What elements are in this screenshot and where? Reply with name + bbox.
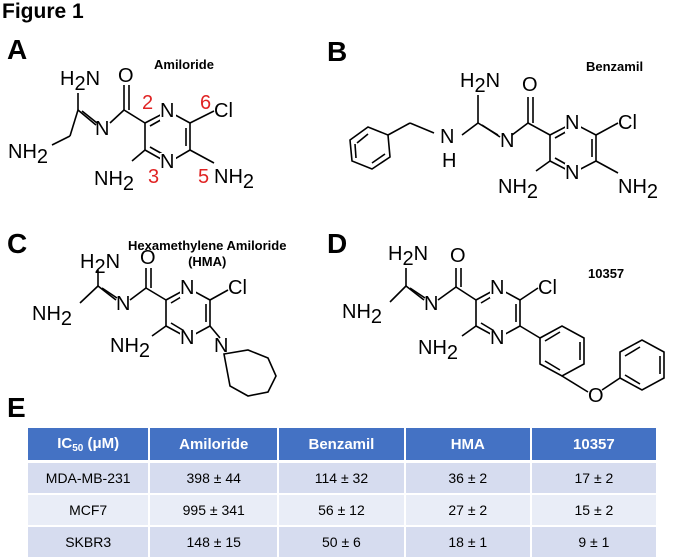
atom-n-imine: N bbox=[500, 130, 514, 152]
table-cell: 398 ± 44 bbox=[150, 463, 280, 495]
compound-name-hma-line1: Hexamethylene Amiloride bbox=[128, 238, 287, 253]
atom-n-top: N bbox=[180, 277, 194, 299]
atom-n-imine: N bbox=[424, 293, 438, 315]
compound-name-hma: Hexamethylene Amiloride (HMA) bbox=[128, 238, 286, 270]
atom-n-bottom: N bbox=[180, 327, 194, 349]
panel-label-d: D bbox=[327, 228, 348, 259]
atom-nh2-left: NH2 bbox=[342, 301, 382, 328]
panel-label-c: C bbox=[7, 228, 28, 259]
ring-number-6: 6 bbox=[200, 92, 211, 114]
atom-nh2-bottom: NH2 bbox=[94, 168, 134, 195]
table-cell: 36 ± 2 bbox=[405, 463, 532, 495]
table-row: MCF7 995 ± 341 56 ± 12 27 ± 2 15 ± 2 bbox=[28, 495, 656, 527]
atom-n-imine: N bbox=[116, 293, 130, 315]
atom-o-ether: O bbox=[588, 385, 604, 407]
ring-number-2: 2 bbox=[142, 92, 153, 114]
header-hma: HMA bbox=[405, 428, 532, 463]
atom-nh2-right: NH2 bbox=[214, 166, 254, 193]
ring-number-3: 3 bbox=[148, 166, 159, 188]
atom-cl: Cl bbox=[618, 112, 637, 134]
table-cell: 17 ± 2 bbox=[531, 463, 656, 495]
atom-cl: Cl bbox=[228, 277, 247, 299]
table-cell: 50 ± 6 bbox=[279, 527, 406, 559]
header-amiloride: Amiloride bbox=[150, 428, 280, 463]
compound-name-amiloride: Amiloride bbox=[154, 57, 214, 72]
atom-n-h: N bbox=[440, 126, 454, 148]
panel-label-b: B bbox=[327, 36, 348, 67]
atom-o: O bbox=[140, 247, 156, 269]
atom-o-carbonyl: O bbox=[450, 245, 466, 267]
atom-n-top: N bbox=[565, 112, 579, 134]
atom-h: H bbox=[442, 150, 456, 172]
ic50-table: IC50 (μM) Amiloride Benzamil HMA 10357 M… bbox=[28, 428, 656, 559]
atom-nh2-bottom: NH2 bbox=[498, 176, 538, 203]
compound-name-hma-line2: (HMA) bbox=[188, 254, 227, 269]
header-ic50: IC50 (μM) bbox=[28, 428, 151, 463]
table-cell: 148 ± 15 bbox=[150, 527, 280, 559]
atom-o: O bbox=[118, 65, 134, 87]
structure-10357: H2N NH2 O N N N Cl NH2 O bbox=[342, 243, 665, 407]
table-row: SKBR3 148 ± 15 50 ± 6 18 ± 1 9 ± 1 bbox=[28, 527, 656, 559]
structure-hma: H2N NH2 O N N N Cl NH2 N bbox=[32, 247, 277, 397]
atom-h2n: H2N bbox=[80, 251, 120, 278]
structure-amiloride: H2N NH2 O N N N Cl NH2 NH2 2 6 3 5 bbox=[8, 65, 254, 195]
atom-n-imine: N bbox=[95, 118, 109, 140]
panel-label-a: A bbox=[7, 34, 28, 65]
atom-h2n: H2N bbox=[460, 70, 500, 97]
atom-nh2-left: NH2 bbox=[32, 303, 72, 330]
table-header-row: IC50 (μM) Amiloride Benzamil HMA 10357 bbox=[28, 428, 656, 463]
ring-number-5: 5 bbox=[198, 166, 209, 188]
atom-n-bottom: N bbox=[160, 151, 174, 173]
atom-n-bottom: N bbox=[565, 162, 579, 184]
atom-h2n: H2N bbox=[60, 68, 100, 95]
table-row: MDA-MB-231 398 ± 44 114 ± 32 36 ± 2 17 ±… bbox=[28, 463, 656, 495]
atom-n-bottom: N bbox=[490, 327, 504, 349]
table-cell: 995 ± 341 bbox=[150, 495, 280, 527]
cell-line: MCF7 bbox=[28, 495, 151, 527]
atom-cl: Cl bbox=[538, 277, 557, 299]
atom-o: O bbox=[522, 74, 538, 96]
atom-n-top: N bbox=[490, 277, 504, 299]
atom-nh2-left: NH2 bbox=[8, 141, 48, 168]
panel-label-e: E bbox=[7, 392, 26, 423]
atom-cl: Cl bbox=[214, 100, 233, 122]
atom-n-top: N bbox=[160, 100, 174, 122]
table-cell: 18 ± 1 bbox=[405, 527, 532, 559]
cell-line: MDA-MB-231 bbox=[28, 463, 151, 495]
table-cell: 27 ± 2 bbox=[405, 495, 532, 527]
cell-line: SKBR3 bbox=[28, 527, 151, 559]
header-benzamil: Benzamil bbox=[279, 428, 406, 463]
table-cell: 114 ± 32 bbox=[279, 463, 406, 495]
header-10357: 10357 bbox=[531, 428, 656, 463]
compound-name-10357: 10357 bbox=[588, 266, 625, 281]
table-cell: 56 ± 12 bbox=[279, 495, 406, 527]
atom-n-ring: N bbox=[214, 335, 228, 357]
atom-nh2-right: NH2 bbox=[618, 176, 658, 203]
table-cell: 9 ± 1 bbox=[531, 527, 656, 559]
figure-title: Figure 1 bbox=[2, 0, 84, 23]
atom-h2n: H2N bbox=[388, 243, 428, 270]
table-cell: 15 ± 2 bbox=[531, 495, 656, 527]
compound-name-benzamil: Benzamil bbox=[586, 59, 644, 74]
atom-nh2-bottom: NH2 bbox=[418, 337, 458, 364]
structure-benzamil: H2N N H O N N N Cl NH2 NH2 bbox=[349, 70, 658, 203]
atom-nh2-bottom: NH2 bbox=[110, 335, 150, 362]
